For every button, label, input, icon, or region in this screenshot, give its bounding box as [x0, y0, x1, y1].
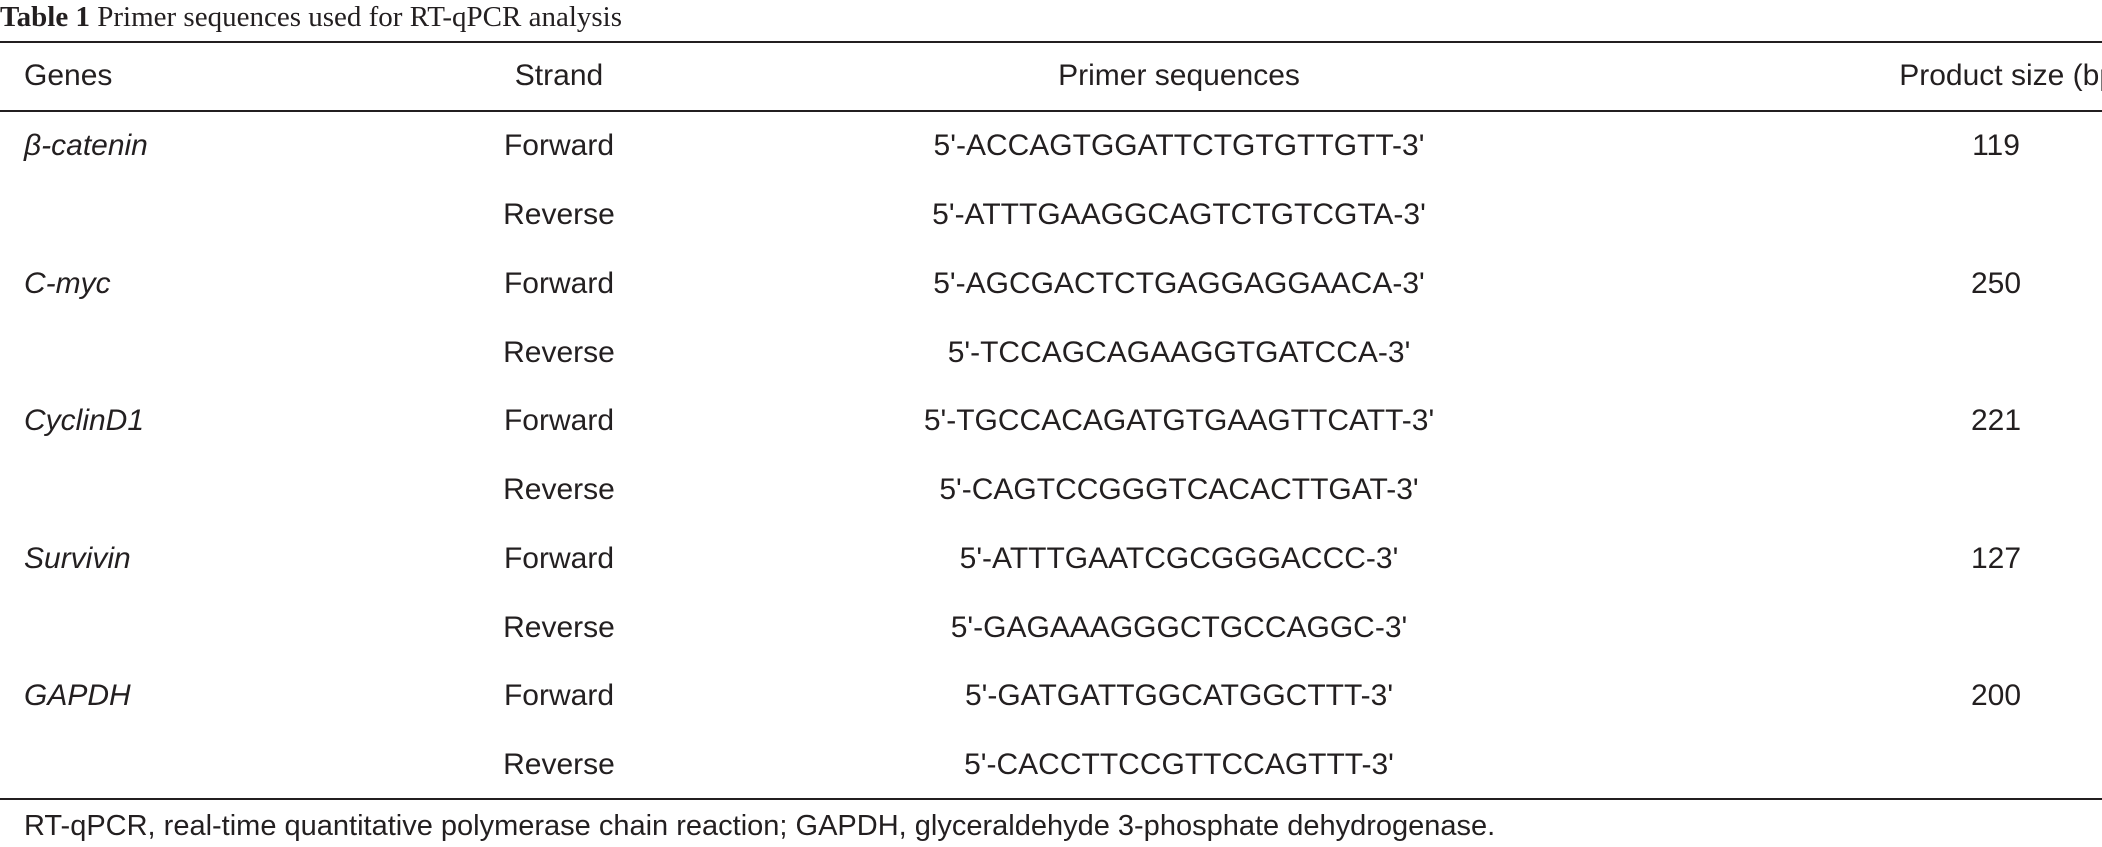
table-row: β-catenin Forward 5'-ACCAGTGGATTCTGTGTTG… [0, 110, 2102, 181]
sequence-cell: 5'-GAGAAAGGGCTGCCAGGC-3' [950, 610, 1408, 644]
gene-cell: C-myc [24, 266, 111, 300]
table-caption-label: Table 1 [0, 1, 90, 33]
header-genes: Genes [24, 59, 113, 92]
sequence-cell: 5'-ATTTGAAGGCAGTCTGTCGTA-3' [932, 198, 1426, 232]
sequence-cell: 5'-AGCGACTCTGAGGAGGAACA-3' [933, 266, 1425, 300]
sequence-cell: 5'-ATTTGAATCGCGGGACCC-3' [959, 541, 1399, 575]
product-size-cell [1664, 318, 2102, 387]
table-top-rule [0, 41, 2102, 43]
header-product-size: Product size (bp) [1899, 59, 2102, 92]
product-size-cell: 200 [1970, 679, 2022, 713]
strand-cell: Forward [503, 541, 615, 575]
table-row: Reverse 5'-CAGTCCGGGTCACACTTGAT-3' [0, 456, 2102, 525]
product-size-cell [1664, 731, 2102, 800]
primer-table: Genes Strand Primer sequences Product si… [0, 42, 2102, 800]
table-row: Reverse 5'-ATTTGAAGGCAGTCTGTCGTA-3' [0, 181, 2102, 250]
product-size-cell: 250 [1970, 266, 2022, 300]
strand-cell: Reverse [503, 473, 615, 507]
product-size-cell [1664, 456, 2102, 525]
gene-cell [0, 731, 424, 800]
table-row: GAPDH Forward 5'-GATGATTGGCATGGCTTT-3' 2… [0, 662, 2102, 731]
table-bottom-rule [0, 798, 2102, 800]
product-size-cell: 221 [1970, 404, 2022, 438]
table-row: Reverse 5'-CACCTTCCGTTCCAGTTT-3' [0, 731, 2102, 800]
table-caption: Table 1 Primer sequences used for RT-qPC… [0, 0, 622, 40]
product-size-cell [1664, 181, 2102, 250]
table-header-rule [0, 110, 2102, 112]
strand-cell: Forward [503, 404, 615, 438]
gene-cell [0, 181, 424, 250]
sequence-cell: 5'-CAGTCCGGGTCACACTTGAT-3' [939, 473, 1419, 507]
primer-table-body: β-catenin Forward 5'-ACCAGTGGATTCTGTGTTG… [0, 110, 2102, 800]
product-size-cell: 119 [1972, 129, 2020, 163]
header-row: Genes Strand Primer sequences Product si… [0, 42, 2102, 110]
table-row: Survivin Forward 5'-ATTTGAATCGCGGGACCC-3… [0, 525, 2102, 594]
gene-cell: Survivin [24, 541, 131, 575]
sequence-cell: 5'-TCCAGCAGAAGGTGATCCA-3' [947, 335, 1411, 369]
gene-cell [0, 318, 424, 387]
sequence-cell: 5'-GATGATTGGCATGGCTTT-3' [964, 679, 1394, 713]
table-row: CyclinD1 Forward 5'-TGCCACAGATGTGAAGTTCA… [0, 387, 2102, 456]
primer-table-header: Genes Strand Primer sequences Product si… [0, 42, 2102, 110]
gene-cell [0, 593, 424, 662]
strand-cell: Reverse [503, 610, 615, 644]
header-strand: Strand [514, 59, 604, 92]
strand-cell: Forward [503, 679, 615, 713]
table-row: Reverse 5'-GAGAAAGGGCTGCCAGGC-3' [0, 593, 2102, 662]
table-row: Reverse 5'-TCCAGCAGAAGGTGATCCA-3' [0, 318, 2102, 387]
sequence-cell: 5'-TGCCACAGATGTGAAGTTCATT-3' [923, 404, 1435, 438]
gene-cell [0, 456, 424, 525]
strand-cell: Forward [503, 129, 615, 163]
header-primer-sequences: Primer sequences [1058, 59, 1300, 92]
gene-cell: β-catenin [24, 129, 148, 163]
gene-cell: GAPDH [24, 679, 131, 713]
table-row: C-myc Forward 5'-AGCGACTCTGAGGAGGAACA-3'… [0, 250, 2102, 319]
product-size-cell [1664, 593, 2102, 662]
product-size-cell: 127 [1970, 541, 2022, 575]
table-footnote: RT-qPCR, real-time quantitative polymera… [24, 810, 1496, 842]
strand-cell: Reverse [503, 748, 615, 782]
sequence-cell: 5'-ACCAGTGGATTCTGTGTTGTT-3' [933, 129, 1425, 163]
table-caption-title: Primer sequences used for RT-qPCR analys… [97, 1, 623, 33]
gene-cell: CyclinD1 [24, 404, 145, 438]
sequence-cell: 5'-CACCTTCCGTTCCAGTTT-3' [964, 748, 1394, 782]
strand-cell: Reverse [503, 335, 615, 369]
strand-cell: Reverse [503, 198, 615, 232]
strand-cell: Forward [503, 266, 615, 300]
